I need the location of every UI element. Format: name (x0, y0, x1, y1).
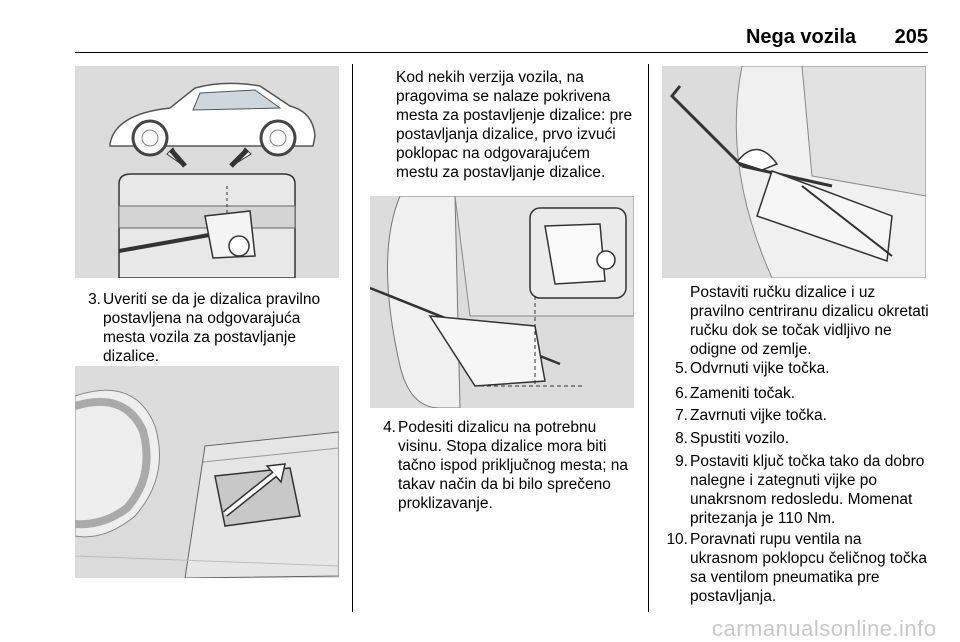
step-text: Poravnati rupu ventila na ukrasnom poklo… (690, 531, 927, 605)
illustration-jacking-points (75, 66, 339, 278)
step-number: 8. (675, 430, 688, 447)
step-number: 10. (666, 531, 688, 548)
step-text: Odvrnuti vijke točka. (690, 360, 830, 377)
illustration-jack-handle (662, 66, 926, 278)
step-10: 10. Poravnati rupu ventila na ukrasnom p… (662, 530, 932, 610)
step-text: Zameniti točak. (690, 385, 796, 402)
step-9: 9. Postaviti ključ točka tako da dobro n… (662, 452, 932, 532)
step-text: Postaviti ključ točka tako da dobro nale… (690, 453, 925, 527)
step-7: 7. Zavrnuti vijke točka. (662, 406, 932, 426)
step-6: 6. Zameniti točak. (662, 384, 932, 404)
step-text: Spustiti vozilo. (690, 430, 790, 447)
watermark-text: carmanualsonline.info (712, 616, 937, 641)
step-number: 4. (383, 419, 396, 436)
column-divider-left (352, 64, 353, 612)
step-text: Podesiti dizalicu na potrebnu visinu. St… (398, 419, 629, 512)
page-header: Nega vozila 205 (75, 24, 928, 53)
step-number: 5. (675, 360, 688, 377)
step-5: 5. Odvrnuti vijke točka. (662, 359, 932, 379)
step-4: 4. Podesiti dizalicu na potrebnu visinu.… (370, 418, 640, 518)
step-3: 3. Uveriti se da je dizalica pravilno po… (75, 290, 345, 370)
illustration-sill-cover (75, 366, 339, 578)
section-title: Nega vozila (745, 26, 856, 48)
step-number: 9. (675, 453, 688, 470)
step-text: Zavrnuti vijke točka. (690, 407, 827, 424)
page-number: 205 (894, 26, 928, 48)
step-8: 8. Spustiti vozilo. (662, 429, 932, 449)
column-divider-right (648, 64, 649, 612)
col3-intro-text: Postaviti ručku dizalice i uz pravilno c… (690, 284, 929, 358)
step-text: Uveriti se da je dizalica pravilno posta… (103, 291, 321, 365)
intro-text: Kod nekih verzija vozila, na pragovima s… (396, 69, 633, 181)
step-number: 3. (88, 291, 101, 308)
step-number: 6. (675, 385, 688, 402)
step-number: 7. (675, 407, 688, 424)
illustration-jack-placement (370, 196, 634, 408)
